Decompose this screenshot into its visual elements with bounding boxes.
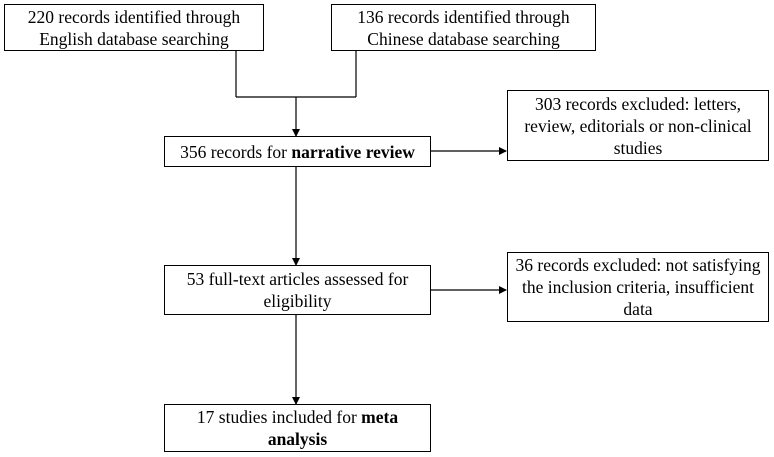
english-search-line-1: 220 records identified through: [27, 6, 241, 27]
included-text: 17 studies included for: [196, 407, 362, 427]
narrative-review-bold: narrative review: [291, 141, 415, 162]
excluded-records-box-2: 36 records excluded: not satisfying the …: [507, 252, 769, 322]
included-bold-2: analysis: [267, 429, 328, 449]
chinese-search-box: 136 records identified through Chinese d…: [331, 4, 596, 51]
included-bold-1: meta: [361, 407, 399, 427]
english-search-line-2: English database searching: [39, 28, 229, 49]
full-text-line-2: eligibility: [263, 291, 332, 311]
excluded-1-line-1: 303 records excluded: letters,: [534, 93, 742, 114]
chinese-search-line-2: Chinese database searching: [367, 28, 560, 49]
included-line-2: analysis: [268, 428, 327, 450]
narrative-review-text: 356 records for: [180, 141, 292, 162]
excluded-records-box-1: 303 records excluded: letters, review, e…: [507, 90, 769, 161]
excluded-2-line-2: the inclusion criteria, insufficient: [522, 277, 754, 297]
excluded-2-line-1: 36 records excluded: not satisfying: [515, 255, 761, 275]
narrative-review-box: 356 records for narrative review: [164, 136, 431, 167]
included-line-1: 17 studies included for meta: [197, 406, 398, 428]
excluded-1-line-2: review, editorials or non-clinical: [524, 115, 752, 136]
full-text-box: 53 full-text articles assessed for eligi…: [164, 265, 431, 315]
english-search-box: 220 records identified through English d…: [4, 4, 264, 51]
excluded-1-line-3: studies: [613, 137, 663, 158]
narrative-review-line: 356 records for narrative review: [180, 141, 415, 163]
full-text-line-1: 53 full-text articles assessed for: [186, 269, 409, 289]
chinese-search-line-1: 136 records identified through: [357, 6, 570, 27]
excluded-2-line-3: data: [623, 299, 653, 319]
included-studies-box: 17 studies included for meta analysis: [164, 404, 431, 452]
